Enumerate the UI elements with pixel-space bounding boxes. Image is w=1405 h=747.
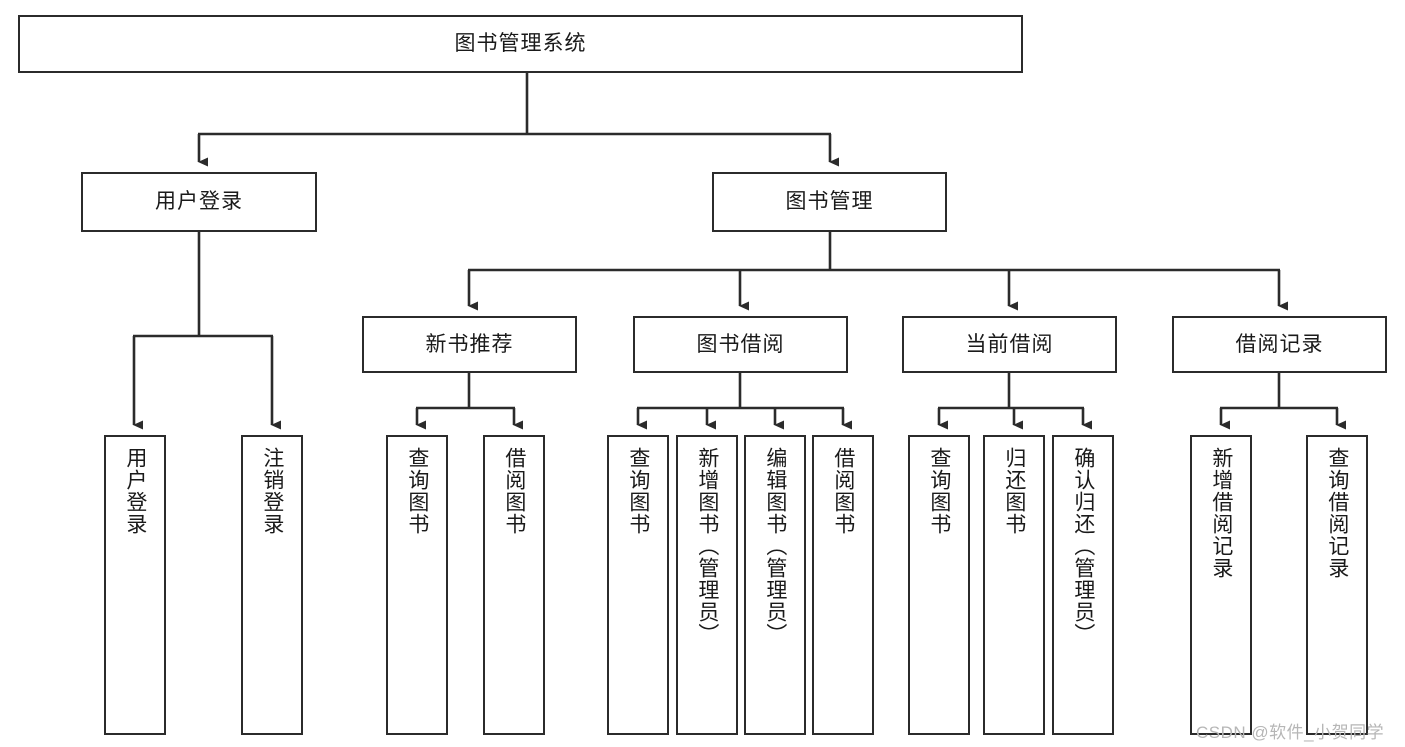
leaf-return-book-label: 归还图书 — [1002, 447, 1026, 535]
leaf-add-book-admin[interactable]: 新增图书（管理员） — [676, 435, 738, 735]
leaf-query-book-current[interactable]: 查询图书 — [908, 435, 970, 735]
node-book-manage-label: 图书管理 — [785, 190, 874, 214]
leaf-query-borrow-record[interactable]: 查询借阅记录 — [1306, 435, 1368, 735]
leaf-user-logout[interactable]: 注销登录 — [241, 435, 303, 735]
csdn-watermark: CSDN @软件_小贺同学 — [1196, 723, 1385, 742]
node-root[interactable]: 图书管理系统 — [18, 15, 1023, 73]
leaf-return-book[interactable]: 归还图书 — [983, 435, 1045, 735]
leaf-add-borrow-record[interactable]: 新增借阅记录 — [1190, 435, 1252, 735]
leaf-borrow-book[interactable]: 借阅图书 — [812, 435, 874, 735]
node-root-label: 图书管理系统 — [454, 32, 587, 56]
leaf-confirm-return-admin-label: 确认归还（管理员） — [1071, 447, 1095, 645]
leaf-edit-book-admin-label: 编辑图书（管理员） — [763, 447, 787, 645]
leaf-user-logout-label: 注销登录 — [260, 447, 284, 535]
node-user-login-label: 用户登录 — [155, 190, 243, 214]
leaf-query-book-borrow[interactable]: 查询图书 — [607, 435, 669, 735]
leaf-query-book-current-label: 查询图书 — [927, 447, 951, 535]
leaf-confirm-return-admin[interactable]: 确认归还（管理员） — [1052, 435, 1114, 735]
leaf-query-book-borrow-label: 查询图书 — [626, 447, 650, 535]
leaf-user-login-label: 用户登录 — [123, 447, 147, 535]
leaf-user-login[interactable]: 用户登录 — [104, 435, 166, 735]
leaf-query-book-new-book[interactable]: 查询图书 — [386, 435, 448, 735]
leaf-borrow-book-new-book-label: 借阅图书 — [502, 447, 526, 535]
leaf-borrow-book-new-book[interactable]: 借阅图书 — [483, 435, 545, 735]
node-new-book-recommend[interactable]: 新书推荐 — [362, 316, 577, 373]
node-book-manage[interactable]: 图书管理 — [712, 172, 947, 232]
leaf-query-borrow-record-label: 查询借阅记录 — [1325, 447, 1349, 579]
node-borrow-record[interactable]: 借阅记录 — [1172, 316, 1387, 373]
leaf-add-book-admin-label: 新增图书（管理员） — [695, 447, 719, 645]
node-current-borrow[interactable]: 当前借阅 — [902, 316, 1117, 373]
leaf-borrow-book-label: 借阅图书 — [831, 447, 855, 535]
node-book-borrow[interactable]: 图书借阅 — [633, 316, 848, 373]
node-new-book-recommend-label: 新书推荐 — [425, 332, 514, 356]
leaf-query-book-new-book-label: 查询图书 — [405, 447, 429, 535]
node-current-borrow-label: 当前借阅 — [965, 332, 1054, 356]
node-book-borrow-label: 图书借阅 — [696, 332, 785, 356]
node-borrow-record-label: 借阅记录 — [1235, 332, 1324, 356]
leaf-edit-book-admin[interactable]: 编辑图书（管理员） — [744, 435, 806, 735]
leaf-add-borrow-record-label: 新增借阅记录 — [1209, 447, 1233, 579]
node-user-login[interactable]: 用户登录 — [81, 172, 317, 232]
